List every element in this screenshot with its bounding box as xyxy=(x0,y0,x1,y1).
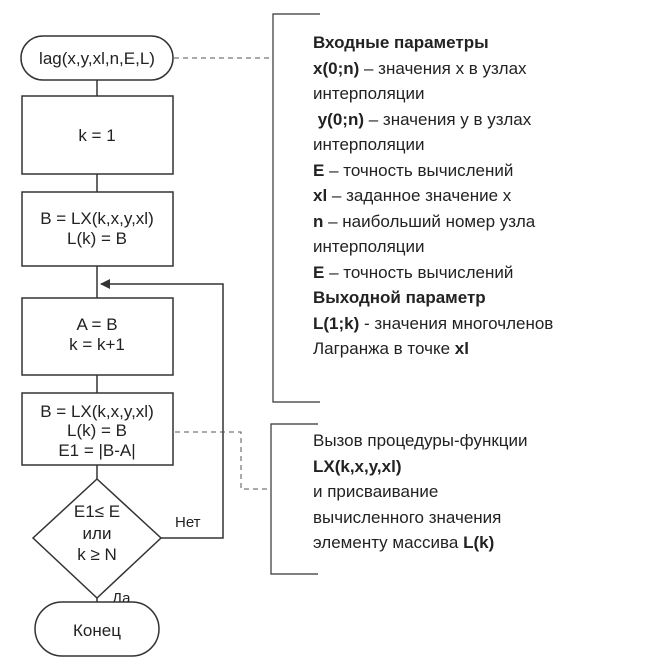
output-point: xl xyxy=(454,339,469,358)
output-name: L(1;k) xyxy=(313,313,360,333)
start-terminal: lag(x,y,xl,n,E,L) xyxy=(20,35,174,81)
output-header-row: Выходной параметр xyxy=(313,285,553,311)
param-desc: – точность вычислений xyxy=(324,262,514,282)
second-calc-line-1: B = LX(k,x,y,xl) xyxy=(40,402,154,421)
output-header: Выходной параметр xyxy=(313,288,486,307)
output-line: Лагранжа в точке xl xyxy=(313,336,553,362)
end-terminal: Конец xyxy=(34,601,160,657)
call-leader xyxy=(175,431,271,490)
call-line-3: и присваивание xyxy=(313,482,439,501)
param-desc: интерполяции xyxy=(313,135,425,154)
output-line: L(1;k) - значения многочленов xyxy=(313,311,553,337)
call-line-1: Вызов процедуры-функции xyxy=(313,431,528,450)
param-name: n xyxy=(313,211,324,231)
decision-shape xyxy=(31,477,163,600)
call-array-name: L(k) xyxy=(463,533,495,552)
output-desc: - значения многочленов xyxy=(359,313,554,333)
param-line: E – точность вычислений xyxy=(313,158,553,184)
param-desc: – заданное значение x xyxy=(327,186,512,205)
call-line-2: LX(k,x,y,xl) xyxy=(313,454,528,480)
first-calc-shape xyxy=(21,191,174,267)
decision-line-1: E1≤ E xyxy=(74,502,120,521)
param-name: x(0;n) xyxy=(313,58,360,78)
param-desc: – значения y в узлах xyxy=(364,109,532,129)
update-line-2: k = k+1 xyxy=(69,335,125,354)
second-calc-process: B = LX(k,x,y,xl) L(k) = B E1 = |B-A| xyxy=(21,392,174,466)
call-line-4: вычисленного значения xyxy=(313,507,502,527)
call-line-5: элементу массива L(k) xyxy=(313,530,528,556)
first-calc-process: B = LX(k,x,y,xl) L(k) = B xyxy=(21,191,174,267)
param-line: интерполяции xyxy=(313,132,553,158)
init-process: k = 1 xyxy=(21,95,174,175)
param-desc: – наибольший номер узла xyxy=(323,211,536,231)
annotation-brackets xyxy=(270,13,320,575)
end-shape xyxy=(34,601,160,657)
call-line-5-text: элементу массива xyxy=(313,533,464,552)
input-header-row: Входные параметры xyxy=(313,30,553,56)
param-name: y(0;n) xyxy=(313,109,364,129)
end-label: Конец xyxy=(73,621,121,640)
init-shape xyxy=(21,95,174,175)
decision-node: E1≤ E или k ≥ N xyxy=(31,477,163,600)
param-line: y(0;n) – значения y в узлах xyxy=(313,107,553,133)
update-line-1: A = B xyxy=(76,315,117,334)
call-bracket xyxy=(270,423,318,575)
decision-line-2: или xyxy=(83,524,112,543)
no-branch-label: Нет xyxy=(175,514,201,531)
params-bracket xyxy=(272,13,320,403)
update-shape xyxy=(21,297,174,376)
update-process: A = B k = k+1 xyxy=(21,297,174,376)
param-desc: интерполяции xyxy=(313,84,425,103)
first-calc-line-1: B = LX(k,x,y,xl) xyxy=(40,209,154,228)
init-label: k = 1 xyxy=(78,126,115,145)
loop-back-arrow xyxy=(100,279,224,539)
second-calc-line-3: E1 = |B-A| xyxy=(58,441,135,460)
param-desc: – значения x в узлах xyxy=(359,58,527,78)
param-line: интерполяции xyxy=(313,234,553,260)
param-desc: – точность вычислений xyxy=(324,160,514,180)
second-calc-shape xyxy=(21,392,174,466)
annotation-leaders xyxy=(174,57,273,490)
second-calc-line-2: L(k) = B xyxy=(67,421,127,440)
param-desc: интерполяции xyxy=(313,237,425,256)
params-note: Входные параметры x(0;n) – значения x в … xyxy=(313,30,553,362)
param-line: интерполяции xyxy=(313,81,553,107)
param-name: E xyxy=(313,262,325,282)
call-function-name: LX(k,x,y,xl) xyxy=(313,456,402,476)
param-name: xl xyxy=(313,186,328,205)
first-calc-line-2: L(k) = B xyxy=(67,229,127,248)
param-name: E xyxy=(313,160,325,180)
start-label: lag(x,y,xl,n,E,L) xyxy=(39,49,155,68)
param-line: n – наибольший номер узла xyxy=(313,209,553,235)
param-line: x(0;n) – значения x в узлах xyxy=(313,56,553,82)
input-header: Входные параметры xyxy=(313,33,489,52)
decision-line-3: k ≥ N xyxy=(77,545,117,564)
output-desc: Лагранжа в точке xyxy=(313,339,455,358)
param-line: E – точность вычислений xyxy=(313,260,553,286)
start-shape xyxy=(20,35,174,81)
call-note: Вызов процедуры-функции LX(k,x,y,xl) и п… xyxy=(313,428,528,556)
param-line: xl – заданное значение x xyxy=(313,183,553,209)
